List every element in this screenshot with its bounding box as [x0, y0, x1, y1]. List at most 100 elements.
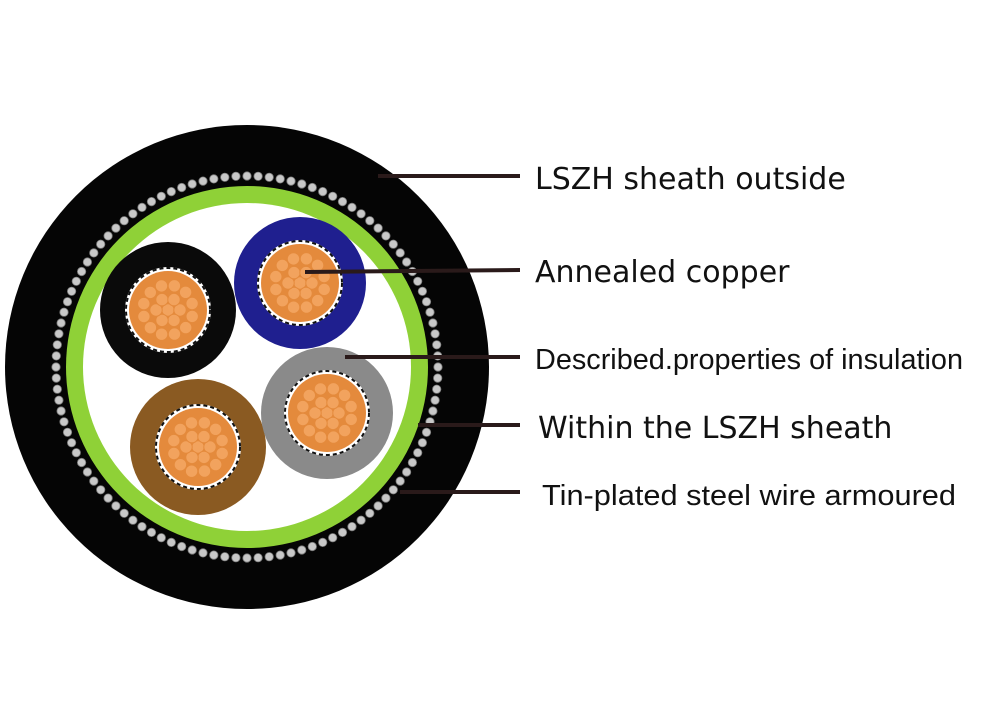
armour-wire — [51, 362, 61, 372]
copper-strand — [154, 279, 169, 293]
copper-strand — [215, 446, 229, 461]
armour-wire — [253, 553, 263, 563]
copper-strand — [143, 285, 158, 300]
copper-strand — [311, 293, 325, 308]
armour-wire — [264, 172, 274, 182]
copper-strand — [179, 440, 193, 454]
copper-strand — [179, 320, 193, 335]
armour-wire — [286, 176, 296, 186]
copper-strand — [310, 258, 325, 272]
leader-lines — [304, 174, 521, 494]
copper-strand — [197, 416, 212, 430]
copper-strand — [197, 429, 211, 444]
copper-strand — [314, 416, 328, 431]
armour-wire — [365, 216, 375, 226]
armour-wire — [231, 171, 241, 181]
armour-wire — [103, 493, 113, 503]
copper-strand — [197, 464, 212, 478]
armour-wire — [166, 187, 176, 197]
copper-strand — [326, 430, 341, 444]
copper-strand — [155, 313, 169, 328]
armour-wire — [413, 448, 423, 458]
core-binder-tape — [257, 240, 343, 326]
armour-wire — [307, 182, 317, 193]
armour-wire — [156, 191, 166, 201]
copper-strand — [281, 276, 295, 290]
copper-strand — [296, 399, 310, 414]
copper-strand — [184, 464, 199, 478]
armour-wire — [433, 362, 443, 372]
armour-wire — [198, 176, 208, 186]
armour-wire — [89, 248, 99, 258]
copper-strand — [167, 292, 181, 307]
copper-strand — [185, 309, 199, 324]
copper-strand — [167, 446, 181, 461]
copper-strand — [299, 300, 314, 314]
copper-strand — [155, 292, 169, 307]
armour-wire — [56, 318, 66, 328]
copper-strand — [299, 252, 314, 266]
copper-strand — [287, 265, 301, 280]
armour-wire — [433, 373, 443, 383]
armour-wire — [146, 527, 157, 538]
armour-wire — [347, 521, 357, 532]
armour-wire — [388, 485, 398, 495]
core-blue — [234, 217, 366, 349]
armour-wire — [177, 182, 187, 193]
copper-strand — [344, 399, 358, 414]
core-black — [100, 242, 236, 378]
armour-wire — [103, 231, 113, 241]
armour-wire — [401, 257, 412, 267]
armour-wire — [146, 197, 157, 207]
core-binder-tape — [284, 370, 370, 456]
armour-wire — [275, 174, 285, 184]
armour-wire — [297, 179, 307, 189]
armour-wire — [209, 550, 219, 560]
copper-strand — [275, 258, 289, 273]
armour-wire — [137, 202, 147, 212]
armour-wire — [417, 438, 427, 448]
copper-strand — [344, 412, 358, 427]
armour-wire — [417, 286, 427, 296]
armour-wire — [337, 527, 348, 538]
copper-strand — [178, 285, 193, 299]
armour-wire — [220, 172, 230, 182]
copper-strand — [337, 388, 352, 402]
copper-strand — [313, 382, 328, 396]
leader-conductor — [304, 268, 521, 274]
armour-wire — [62, 297, 73, 307]
armour-wire — [388, 239, 398, 249]
label-conductor: Annealed copper — [535, 255, 790, 290]
copper-strand — [305, 276, 319, 290]
armour-wire — [96, 485, 106, 495]
copper-strand — [185, 296, 199, 311]
armour-wire — [52, 340, 62, 350]
armour-wire — [365, 508, 375, 518]
copper-strand — [286, 300, 301, 314]
copper-strand — [173, 458, 188, 472]
copper-strand — [314, 395, 328, 410]
armour-wire — [395, 248, 405, 258]
armour-wire — [51, 373, 61, 383]
label-insulation: Described.properties of insulation — [535, 344, 963, 376]
armour-wire — [137, 521, 147, 532]
armour-wire — [432, 384, 442, 394]
armour-wire — [220, 552, 230, 562]
armour-wire — [198, 548, 208, 558]
copper-strand — [143, 321, 158, 335]
armour-wire — [89, 476, 99, 486]
core-brown — [130, 379, 266, 515]
armour-wire — [111, 501, 121, 511]
copper-strand — [173, 422, 188, 437]
armour-wire — [307, 541, 317, 552]
copper-strand — [313, 430, 328, 444]
armour-wire — [128, 209, 138, 219]
armour-wire — [67, 286, 77, 296]
copper-strand — [215, 433, 229, 448]
armour-wire — [286, 548, 296, 558]
armour-wire — [328, 191, 338, 201]
copper-strand — [317, 282, 331, 297]
armour-wire — [413, 276, 423, 286]
copper-strand — [326, 382, 341, 396]
armour-wire — [231, 553, 241, 563]
